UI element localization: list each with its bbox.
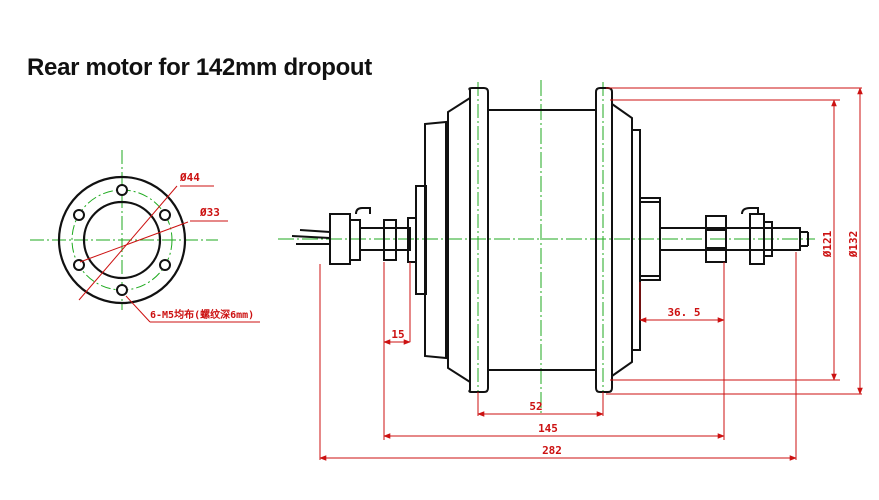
bolt-hole: [116, 184, 128, 196]
dim-diameter-132-label: Ø132: [847, 231, 860, 259]
od-leader-line: [78, 185, 178, 301]
flange-inner-circle: [82, 200, 162, 280]
flange-outer-circle: [57, 175, 187, 305]
bc-leader-line: [79, 221, 189, 263]
bolt-hole: [159, 259, 171, 271]
dim-282-label: 282: [542, 444, 562, 457]
dim-36-5-label: 36. 5: [667, 306, 700, 319]
hub-body: [407, 87, 661, 393]
hole-leader-line: [125, 295, 151, 323]
side-view: 15 36. 5 52 145 282 Ø121 Ø132: [278, 80, 863, 461]
bolt-hole: [73, 209, 85, 221]
hole-note-label: 6-M5均布(螺纹深6mm): [150, 308, 254, 321]
bolt-hole: [159, 209, 171, 221]
flange-view: Ø44 Ø33 6-M5均布(螺纹深6mm): [30, 150, 260, 323]
bolt-hole: [73, 259, 85, 271]
bolt-circle-label: Ø33: [199, 206, 220, 219]
dim-52-label: 52: [529, 400, 542, 413]
bolt-holes: [73, 184, 171, 296]
dimension-lines: [319, 87, 863, 461]
flange-od-label: Ø44: [179, 171, 200, 184]
dim-15-label: 15: [391, 328, 404, 341]
bolt-hole: [116, 284, 128, 296]
dim-diameter-121-label: Ø121: [821, 230, 834, 258]
dim-145-label: 145: [538, 422, 558, 435]
page-title: Rear motor for 142mm dropout: [27, 54, 372, 81]
axle: [291, 207, 809, 265]
